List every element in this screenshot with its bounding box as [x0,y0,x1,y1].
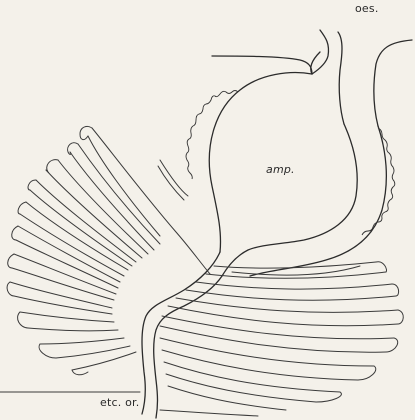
small-flap [158,160,188,200]
label-etc-or: etc. or. [100,396,139,409]
tubule-fan-right [160,262,403,410]
duct-neck [142,252,222,418]
ampulla [209,73,386,276]
oesophagus [212,30,412,126]
tubule-fan [7,126,210,374]
label-ampulla: amp. [266,163,295,176]
label-oesophagus: oes. [355,2,379,15]
